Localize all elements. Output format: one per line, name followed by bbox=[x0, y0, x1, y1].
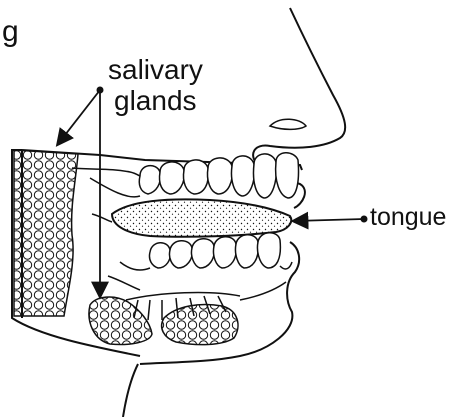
nostril bbox=[270, 119, 306, 129]
tongue-tip-line bbox=[92, 214, 112, 222]
tongue-shape bbox=[112, 199, 291, 236]
parotid-gland bbox=[14, 150, 78, 316]
upper-gum-line bbox=[90, 178, 140, 197]
tongue-leader-line bbox=[294, 219, 364, 221]
salivary-label-line2: glands bbox=[114, 87, 197, 115]
partial-heading-letter: g bbox=[2, 17, 19, 47]
upper-teeth bbox=[139, 153, 298, 198]
tongue-label-dot bbox=[361, 216, 368, 223]
neck-outline bbox=[123, 364, 138, 417]
salivary-duct bbox=[72, 168, 150, 178]
submandibular-gland-right bbox=[162, 305, 238, 345]
jaw-outline bbox=[108, 276, 286, 300]
lower-teeth bbox=[149, 233, 280, 268]
salivary-label-dot bbox=[97, 87, 104, 94]
submandibular-gland-left bbox=[89, 297, 152, 345]
tongue-label: tongue bbox=[370, 205, 446, 230]
salivary-label-line1: salivary bbox=[108, 56, 203, 84]
